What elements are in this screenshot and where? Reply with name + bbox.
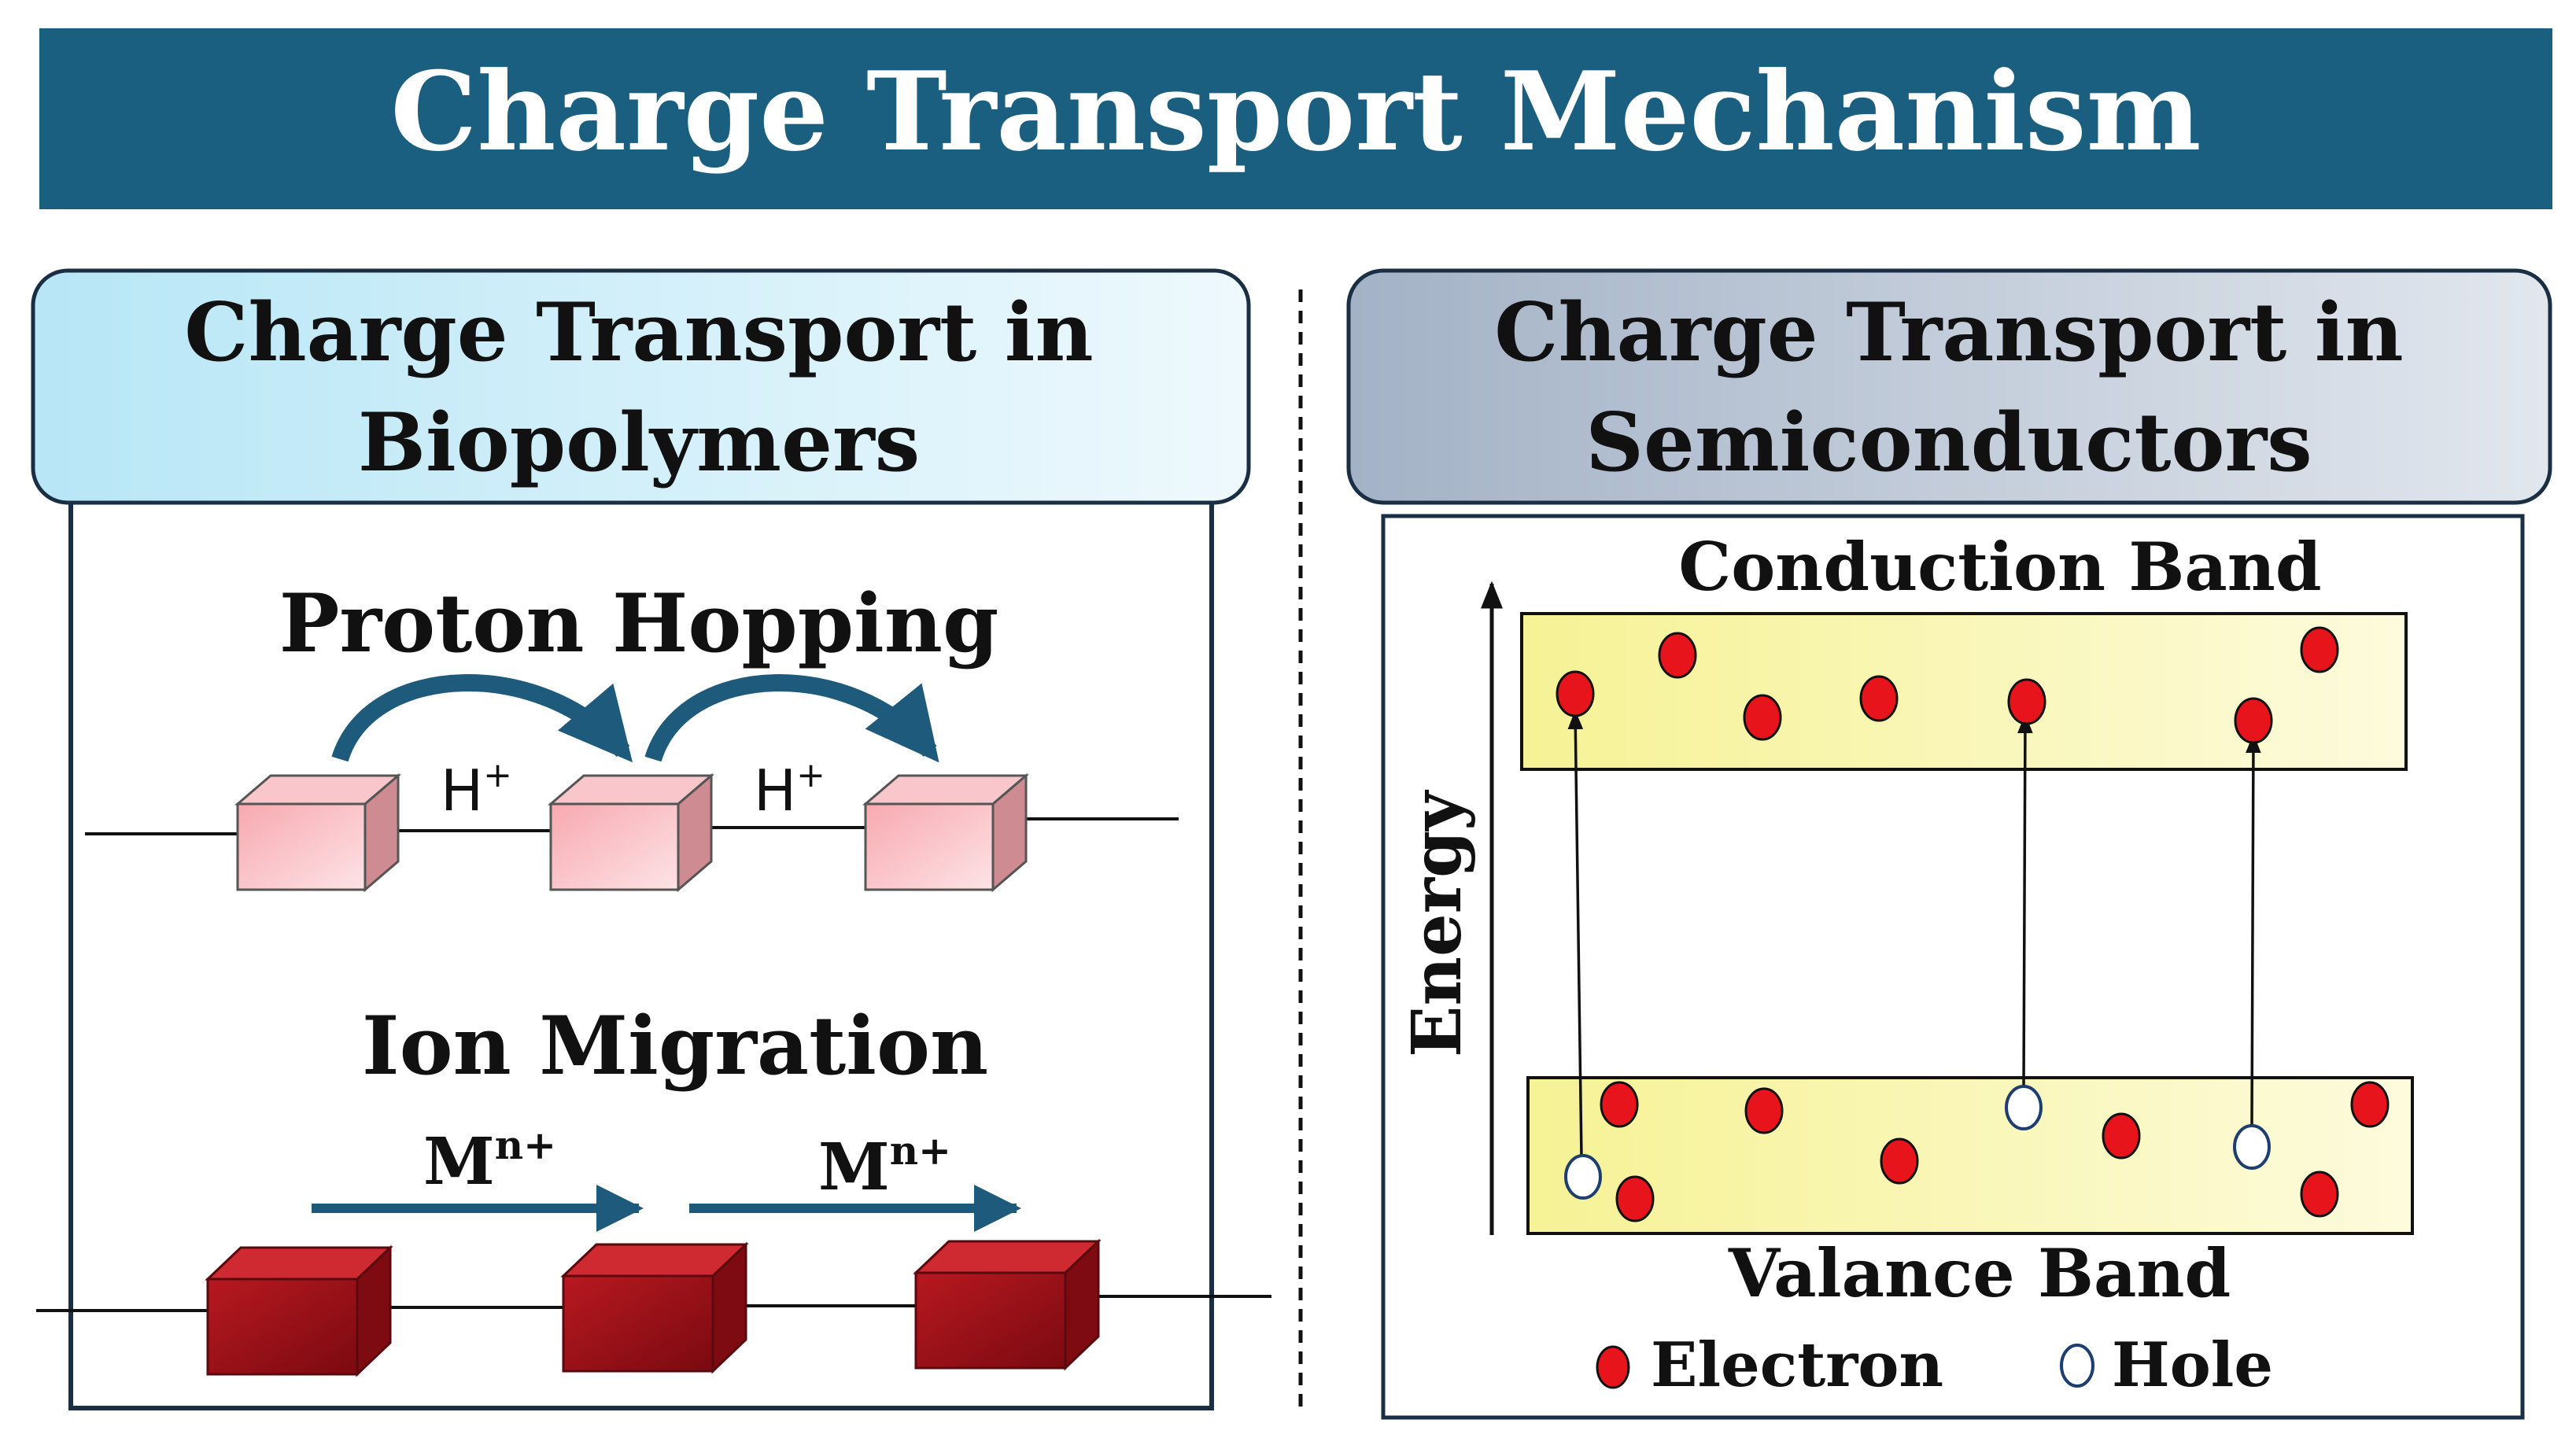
energy-axis-label: Energy	[1397, 789, 1477, 1057]
electron	[2007, 678, 2046, 725]
hole	[2005, 1085, 2043, 1130]
electron	[1556, 670, 1595, 717]
electron	[2234, 697, 2273, 744]
legend-electron-icon	[1596, 1345, 1630, 1389]
hole	[2233, 1124, 2271, 1170]
proton-label-2: H+	[754, 755, 825, 824]
electron	[1600, 1081, 1639, 1128]
conduction-band-label: Conduction Band	[1678, 528, 2321, 606]
proton-hop-arrow-2	[644, 674, 939, 763]
electron	[1615, 1175, 1655, 1222]
excitation-arrow-2	[2017, 713, 2033, 1089]
excitation-arrow-3	[2246, 733, 2261, 1126]
ion-label-2: Mn+	[818, 1127, 951, 1205]
page-title: Charge Transport Mechanism	[390, 47, 2201, 175]
legend: Electron Hole	[1596, 1329, 2273, 1401]
semiconductors-header-line2: Semiconductors	[1585, 396, 2312, 490]
electron	[1880, 1137, 1919, 1185]
legend-electron-label: Electron	[1651, 1329, 1943, 1401]
electron	[1658, 632, 1697, 679]
biopolymers-header-line1: Charge Transport in	[184, 286, 1093, 380]
ion-block-2	[560, 1241, 749, 1374]
ion-migration-title: Ion Migration	[362, 999, 988, 1093]
semiconductors-header	[1346, 268, 2552, 505]
electron	[1859, 675, 1899, 722]
proton-label-1: H+	[441, 755, 512, 824]
electron	[1743, 694, 1782, 741]
valence-electrons	[1600, 1081, 2390, 1222]
proton-block-3	[862, 772, 1030, 893]
valence-band	[1526, 1076, 2414, 1235]
proton-chain-line	[85, 817, 1179, 835]
excitation-arrow-1	[1567, 710, 1584, 1159]
valence-holes	[1564, 1085, 2271, 1200]
ion-label-1: Mn+	[423, 1122, 556, 1200]
electron	[2102, 1112, 2141, 1160]
ion-chain-line	[36, 1295, 1271, 1312]
proton-hop-arrow-1	[331, 674, 633, 763]
conduction-band	[1520, 612, 2408, 771]
electron	[2300, 1171, 2339, 1218]
electron	[2300, 626, 2339, 673]
biopolymers-header	[31, 268, 1251, 505]
proton-block-2	[547, 772, 715, 893]
proton-block-1	[234, 772, 402, 893]
ion-block-3	[913, 1238, 1102, 1371]
hole	[1564, 1154, 1602, 1200]
biopolymers-header-line2: Biopolymers	[358, 396, 920, 490]
conduction-electrons	[1556, 626, 2339, 744]
proton-hopping-title: Proton Hopping	[279, 577, 999, 671]
electron	[1744, 1087, 1784, 1134]
legend-hole-label: Hole	[2112, 1329, 2273, 1401]
title-banner	[39, 28, 2552, 209]
ion-block-1	[205, 1244, 393, 1377]
valence-band-label: Valance Band	[1728, 1234, 2231, 1312]
semiconductors-header-line1: Charge Transport in	[1494, 286, 2403, 380]
legend-hole-icon	[2060, 1344, 2094, 1388]
electron	[2350, 1081, 2390, 1128]
